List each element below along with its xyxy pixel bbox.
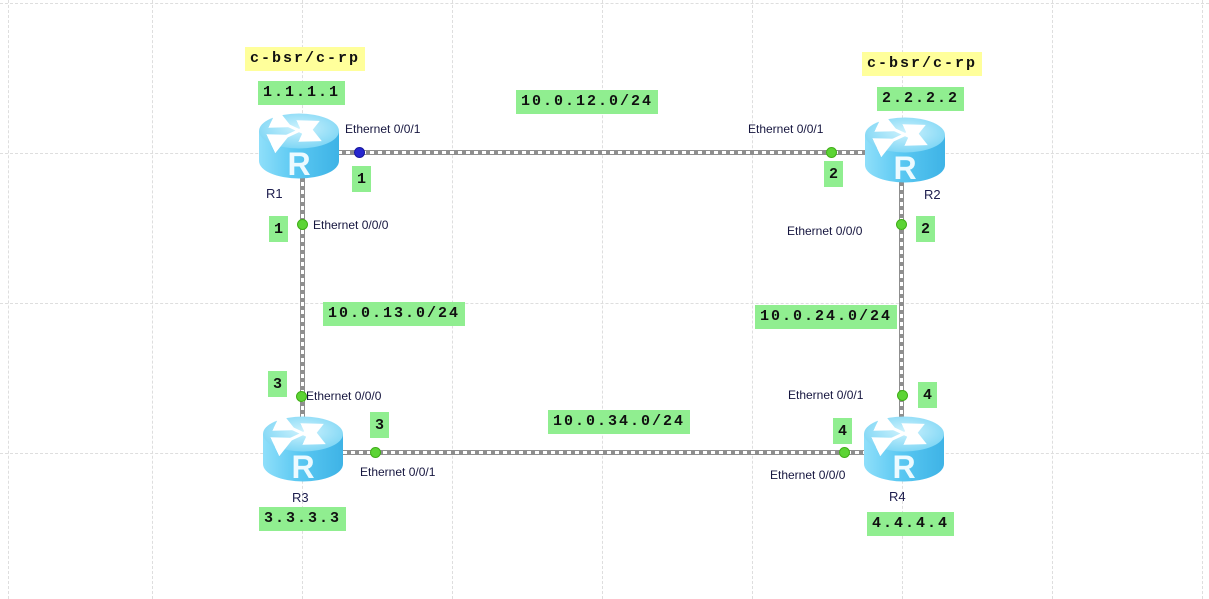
subnet-badge-r2-r4: 10.0.24.0/24 [755, 305, 898, 329]
port-badge-r3-eth001: 3 [370, 412, 389, 438]
iface-label-r2-eth000: Ethernet 0/0/0 [787, 224, 863, 238]
ip-badge-r1: 1.1.1.1 [258, 81, 346, 105]
gridline [602, 0, 603, 599]
port-dot-r4-eth000 [839, 447, 850, 458]
gridline [752, 0, 753, 599]
router-r3[interactable]: R [262, 415, 344, 483]
port-dot-r3-eth000 [296, 391, 307, 402]
port-dot-r1-eth000 [297, 219, 308, 230]
router-icon: R [259, 112, 339, 180]
port-dot-r3-eth001 [370, 447, 381, 458]
iface-label-r2-eth001: Ethernet 0/0/1 [748, 122, 824, 136]
gridline [1202, 0, 1203, 599]
port-badge-r2-eth001: 2 [824, 161, 843, 187]
router-name-r1: R1 [266, 186, 283, 201]
port-badge-r4-eth001: 4 [918, 382, 937, 408]
port-dot-r4-eth001 [897, 390, 908, 401]
link-r1-r2[interactable] [338, 150, 866, 155]
router-icon: R [864, 415, 944, 483]
subnet-badge-r1-r3: 10.0.13.0/24 [323, 302, 466, 326]
router-icon: R [263, 415, 343, 483]
router-r1[interactable]: R [258, 112, 340, 180]
link-r1-r3[interactable] [300, 178, 305, 418]
port-badge-r2-eth000: 2 [916, 216, 935, 242]
router-r2[interactable]: R [864, 116, 946, 184]
router-glyph: R [291, 449, 314, 483]
port-dot-r1-eth001 [354, 147, 365, 158]
role-badge-r2: c-bsr/c-rp [862, 52, 983, 76]
router-glyph: R [892, 449, 915, 483]
port-dot-r2-eth000 [896, 219, 907, 230]
port-dot-r2-eth001 [826, 147, 837, 158]
gridline [1052, 0, 1053, 599]
iface-label-r3-eth000: Ethernet 0/0/0 [306, 389, 382, 403]
iface-label-r4-eth000: Ethernet 0/0/0 [770, 468, 846, 482]
port-badge-r4-eth000: 4 [833, 418, 852, 444]
link-r3-r4[interactable] [343, 450, 865, 455]
router-glyph: R [893, 150, 916, 184]
ip-badge-r2: 2.2.2.2 [877, 87, 965, 111]
subnet-badge-r3-r4: 10.0.34.0/24 [548, 410, 691, 434]
ip-badge-r3: 3.3.3.3 [259, 507, 347, 531]
gridline [0, 303, 1209, 304]
gridline [452, 0, 453, 599]
iface-label-r4-eth001: Ethernet 0/0/1 [788, 388, 864, 402]
role-badge-r1: c-bsr/c-rp [245, 47, 366, 71]
iface-label-r1-eth000: Ethernet 0/0/0 [313, 218, 389, 232]
iface-label-r3-eth001: Ethernet 0/0/1 [360, 465, 436, 479]
router-icon: R [865, 116, 945, 184]
port-badge-r1-eth001: 1 [352, 166, 371, 192]
subnet-badge-r1-r2: 10.0.12.0/24 [516, 90, 659, 114]
router-name-r3: R3 [292, 490, 309, 505]
ip-badge-r4: 4.4.4.4 [867, 512, 955, 536]
link-r2-r4[interactable] [899, 182, 904, 417]
gridline [0, 3, 1209, 4]
iface-label-r1-eth001: Ethernet 0/0/1 [345, 122, 421, 136]
port-badge-r3-eth000: 3 [268, 371, 287, 397]
gridline [152, 0, 153, 599]
port-badge-r1-eth000: 1 [269, 216, 288, 242]
gridline [8, 0, 9, 599]
router-r4[interactable]: R [863, 415, 945, 483]
router-glyph: R [287, 146, 310, 180]
router-name-r4: R4 [889, 489, 906, 504]
router-name-r2: R2 [924, 187, 941, 202]
